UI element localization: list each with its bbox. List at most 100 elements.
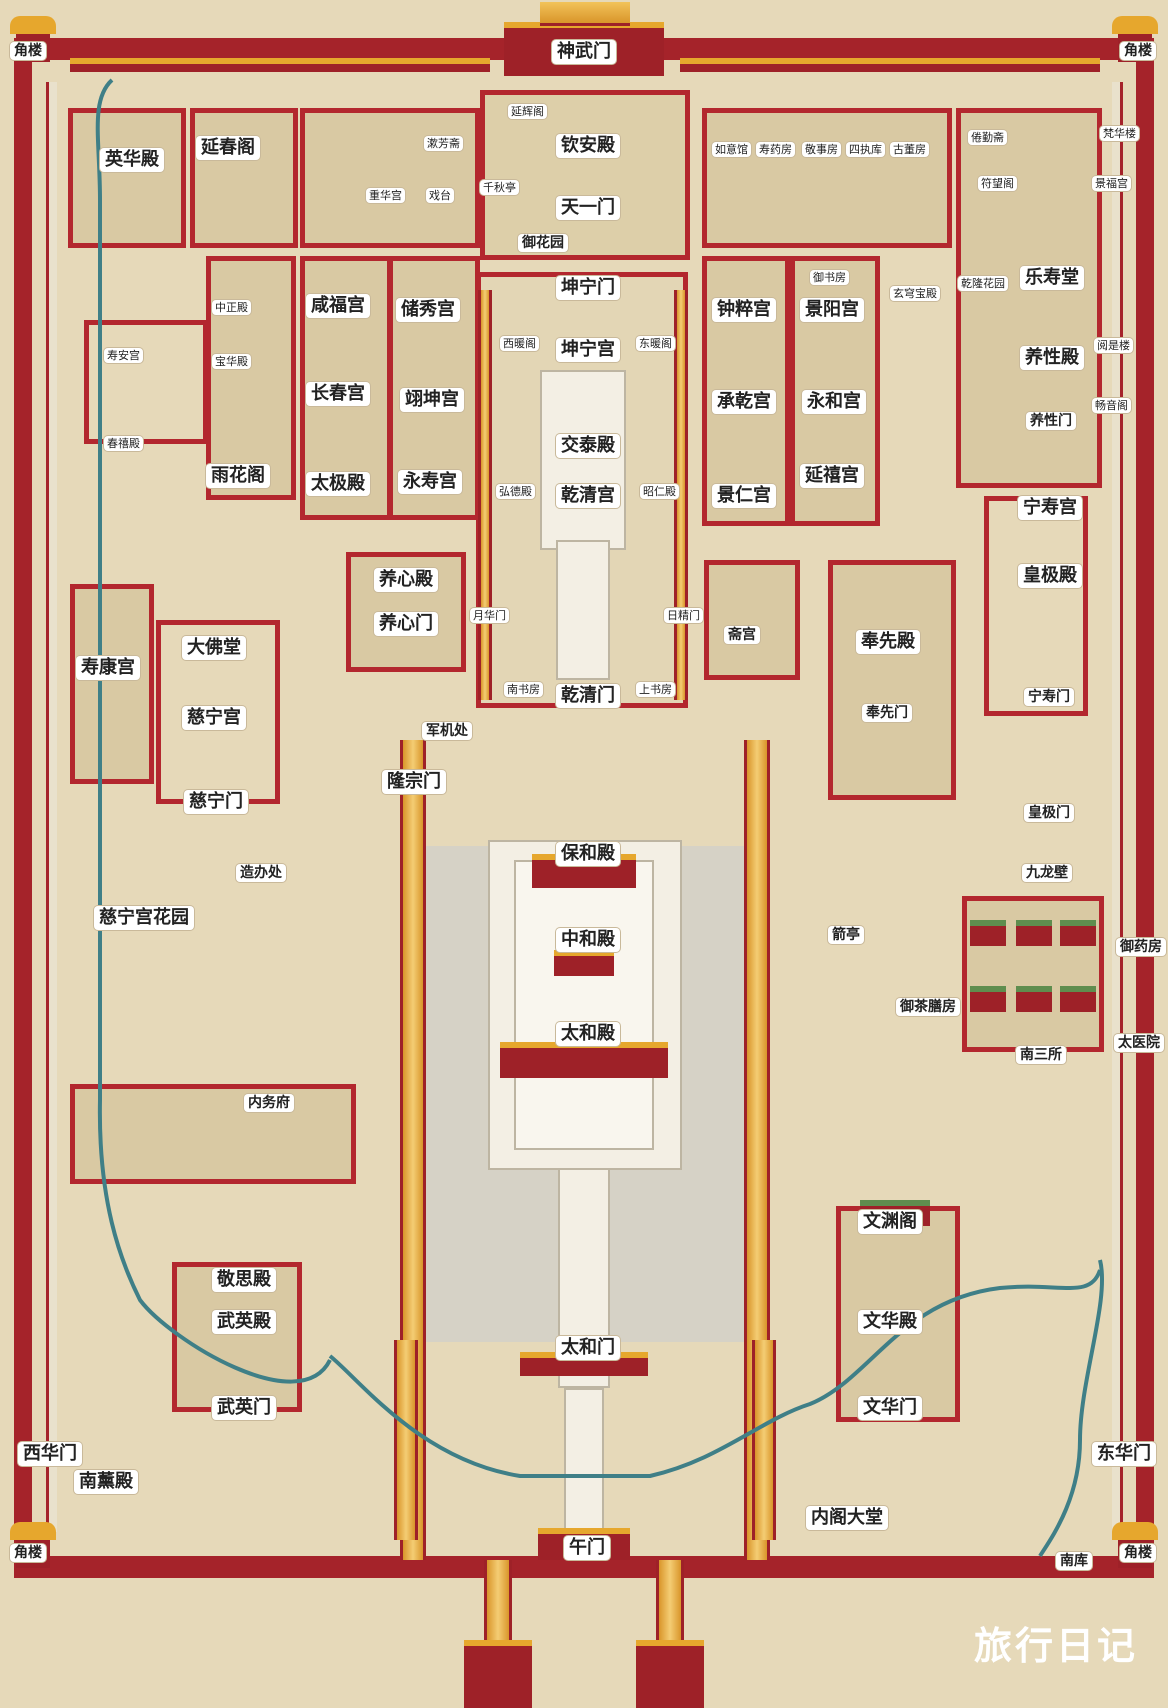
ningshougong-court	[984, 496, 1088, 716]
label-fuwangge: 符望阁	[978, 176, 1017, 191]
label-yueshilou: 阅是楼	[1094, 338, 1133, 353]
label-yiqinzhai: 倦勤斋	[968, 130, 1007, 145]
label-kunningmen: 坤宁门	[556, 276, 620, 300]
label-dongnuange: 东暖阁	[636, 336, 675, 351]
outer-court-west-pillar-outer	[394, 1340, 418, 1540]
nansansuo-building-1	[970, 920, 1006, 946]
label-zaobanchu: 造办处	[236, 864, 286, 882]
label-wuyingmen: 武英门	[212, 1396, 276, 1420]
shoukanggong-court	[70, 584, 154, 784]
north-row-buildings-west	[70, 58, 490, 72]
label-zhaigong: 斋宫	[724, 626, 760, 644]
label-neigedatang: 内阁大堂	[806, 1506, 888, 1530]
shouangong-court	[84, 320, 208, 444]
label-changyinge: 畅音阁	[1092, 398, 1131, 413]
label-taihedian: 太和殿	[556, 1022, 620, 1046]
label-wumen: 午门	[564, 1536, 610, 1560]
label-yongshougong: 永寿宫	[398, 470, 462, 494]
label-fengxiandian: 奉先殿	[856, 630, 920, 654]
label-yuhuage: 雨花阁	[206, 464, 270, 488]
watermark-logo: 旅行日记	[973, 1624, 1138, 1668]
west-moat-line	[95, 78, 332, 1384]
label-yinghuadian: 英华殿	[100, 148, 164, 172]
label-ruyiguan: 如意馆	[712, 142, 751, 157]
east-service-court	[702, 108, 952, 248]
label-zhuanxugong: 景福宫	[1092, 176, 1131, 191]
label-nanku: 南库	[1056, 1552, 1092, 1570]
label-baohuadian: 宝华殿	[212, 354, 251, 369]
outer-court-east-pillar-outer	[752, 1340, 776, 1540]
label-yangxinmen: 养心门	[374, 612, 438, 636]
label-kunninggong: 坤宁宫	[556, 338, 620, 362]
label-jiaolou-se: 角楼	[1120, 1544, 1156, 1562]
label-qianqingmen: 乾清门	[556, 684, 620, 708]
label-qianqiuting: 千秋亭	[480, 180, 519, 195]
zhongzhengdian-court	[206, 256, 296, 500]
label-changchungong: 长春宫	[306, 382, 370, 406]
label-huangjidian: 皇极殿	[1018, 564, 1082, 588]
label-yangxindian: 养心殿	[374, 568, 438, 592]
inner-east-wall	[1112, 82, 1123, 1532]
label-cininggong: 慈宁宫	[182, 706, 246, 730]
label-qianlonghuayuan: 乾隆花园	[958, 276, 1008, 291]
label-chengqiangong: 承乾宫	[712, 390, 776, 414]
label-ciningonghuayuan: 慈宁宫花园	[94, 906, 194, 930]
label-yuhuayuan: 御花园	[518, 234, 568, 252]
label-gudongfang: 古董房	[890, 142, 929, 157]
label-zhongcuigong: 钟粹宫	[712, 298, 776, 322]
label-yushufang: 御书房	[810, 270, 849, 285]
label-yangxingdian: 养性殿	[1020, 346, 1084, 370]
label-jiaolou-ne: 角楼	[1120, 42, 1156, 60]
label-fengxianmen: 奉先门	[862, 704, 912, 722]
label-yanchunge: 延春阁	[196, 136, 260, 160]
label-longzongmen: 隆宗门	[382, 770, 446, 794]
zhonghedian-building	[554, 950, 614, 976]
label-huangjimen: 皇极门	[1024, 804, 1074, 822]
label-wuyingdian: 武英殿	[212, 1310, 276, 1334]
label-shouangong: 寿安宫	[104, 348, 143, 363]
label-xianfugong: 咸福宫	[306, 294, 370, 318]
label-zhaorendian: 昭仁殿	[640, 484, 679, 499]
label-ningshougong: 宁寿宫	[1018, 496, 1082, 520]
label-neiwufu: 内务府	[244, 1094, 294, 1112]
label-wenhuadian: 文华殿	[858, 1310, 922, 1334]
nansansuo-building-6	[1060, 986, 1096, 1012]
wumen-east-tower	[636, 1640, 704, 1708]
qianqinggong-terrace	[540, 370, 626, 550]
label-chunxidian: 春禧殿	[104, 436, 143, 451]
label-jiulongbi: 九龙壁	[1022, 864, 1072, 882]
label-shouyaofang: 寿药房	[756, 142, 795, 157]
label-taijidian: 太极殿	[306, 472, 370, 496]
inner-court-west-pillar	[478, 290, 492, 700]
label-yonghegong: 永和宫	[802, 390, 866, 414]
label-rijingmen: 日精门	[664, 608, 703, 623]
label-qianqinggong: 乾清宫	[556, 484, 620, 508]
label-yangxingmen: 养性门	[1026, 412, 1076, 430]
west-outer-wall	[14, 38, 32, 1574]
three-halls-inner-terrace	[514, 860, 654, 1150]
label-wenyuange: 文渊阁	[858, 1210, 922, 1234]
label-taihemen: 太和门	[556, 1336, 620, 1360]
label-zhonghedian: 中和殿	[556, 928, 620, 952]
label-donghuamen: 东华门	[1092, 1442, 1156, 1466]
inner-west-wall	[46, 82, 57, 1532]
label-sizhiku: 四执库	[846, 142, 885, 157]
label-chonghuagong: 重华宫	[366, 188, 405, 203]
label-taiyiyuan: 太医院	[1114, 1034, 1164, 1052]
label-shenwumen: 神武门	[552, 40, 616, 64]
north-row-buildings-east	[680, 58, 1100, 72]
label-hongdedian: 弘德殿	[496, 484, 535, 499]
label-xitai: 戏台	[426, 188, 454, 203]
label-ningshoumen: 宁寿门	[1024, 688, 1074, 706]
label-nanxundian: 南薰殿	[74, 1470, 138, 1494]
label-ciningmen: 慈宁门	[184, 790, 248, 814]
label-xihuamen: 西华门	[18, 1442, 82, 1466]
label-nansansuo: 南三所	[1016, 1046, 1066, 1064]
wumen-west-tower	[464, 1640, 532, 1708]
yinghuadian-court	[68, 108, 186, 248]
label-jiaolou-nw: 角楼	[10, 42, 46, 60]
label-jiaolou-sw: 角楼	[10, 1544, 46, 1562]
inner-court-walkway	[556, 540, 610, 680]
